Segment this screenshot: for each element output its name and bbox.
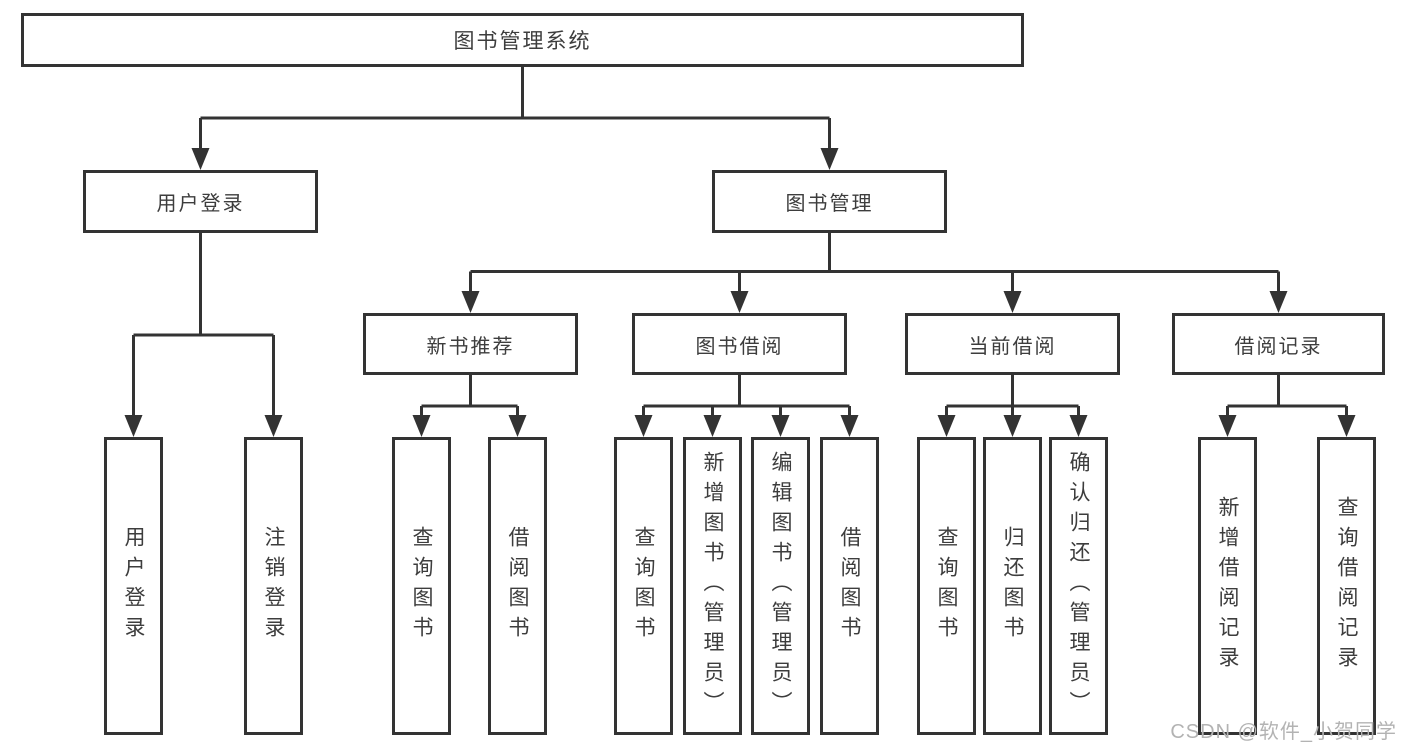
edge-line-new-book-recommend [420, 375, 519, 417]
node-borrowing-records: 借阅记录 [1172, 313, 1385, 375]
csdn-watermark: CSDN @软件_小贺同学 [1170, 721, 1397, 743]
edge-line-book-borrowing [642, 375, 851, 417]
node-book-management: 图书管理 [712, 170, 947, 233]
leaf-query-borrow-record: 查询借阅记录 [1317, 437, 1376, 735]
arrowheads-level2 [191, 148, 839, 170]
node-system-root: 图书管理系统 [21, 13, 1024, 67]
leaf-edit-book-admin: 编辑图书（管理员） [751, 437, 810, 735]
leaf-return-book: 归还图书 [983, 437, 1042, 735]
arrowheads-level3 [461, 291, 1288, 313]
arrowheads-leaves [412, 415, 1356, 437]
leaf-borrow-books-borrowing: 借阅图书 [820, 437, 879, 735]
edges-level3-to-leaves [412, 375, 1356, 437]
leaf-add-book-admin: 新增图书（管理员） [683, 437, 742, 735]
leaf-query-books-recommend: 查询图书 [392, 437, 451, 735]
edges-user-login-children [124, 233, 283, 437]
node-book-borrowing: 图书借阅 [632, 313, 847, 375]
leaf-confirm-return-admin: 确认归还（管理员） [1049, 437, 1108, 735]
edge-line-root [199, 67, 831, 150]
edge-line-user-login [132, 233, 275, 417]
edges-root-to-level2 [191, 67, 839, 170]
node-new-book-recommend: 新书推荐 [363, 313, 578, 375]
leaf-borrow-books-recommend: 借阅图书 [488, 437, 547, 735]
node-current-borrowing: 当前借阅 [905, 313, 1120, 375]
node-user-login: 用户登录 [83, 170, 318, 233]
edge-line-borrowing-records [1226, 375, 1348, 417]
leaf-add-borrow-record: 新增借阅记录 [1198, 437, 1257, 735]
edges-book-management-to-level3 [461, 233, 1288, 313]
edge-line-current-borrowing [945, 375, 1080, 417]
leaf-query-books-borrowing: 查询图书 [614, 437, 673, 735]
arrowheads-user-login-children [124, 415, 283, 437]
leaf-logout: 注销登录 [244, 437, 303, 735]
leaf-user-login: 用户登录 [104, 437, 163, 735]
leaf-query-books-current: 查询图书 [917, 437, 976, 735]
edge-line-book-management [469, 233, 1280, 293]
